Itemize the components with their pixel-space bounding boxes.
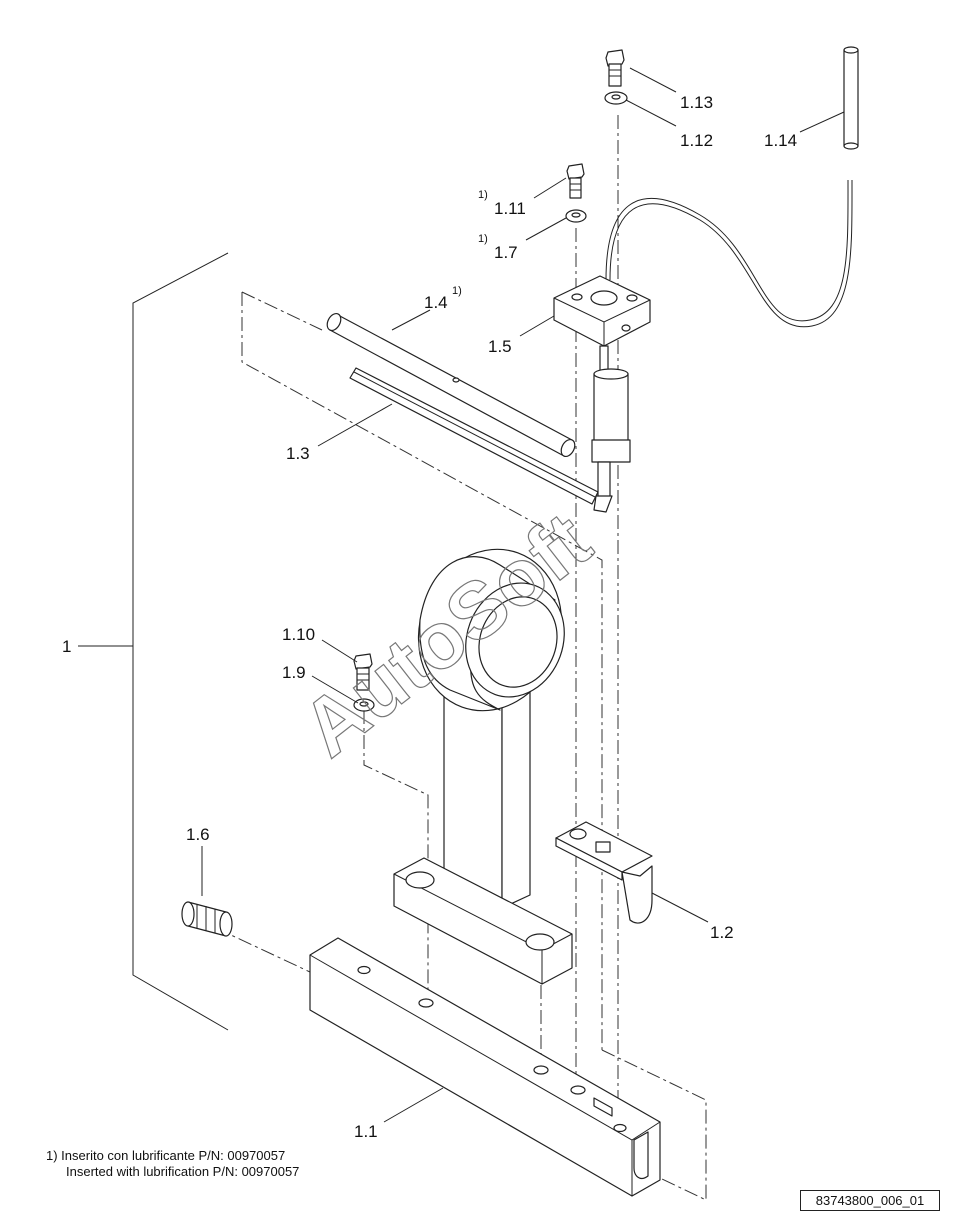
plug-1-6 bbox=[181, 901, 233, 937]
label-1-7: 1.7 bbox=[494, 243, 518, 262]
sleeve-1-14 bbox=[843, 46, 859, 150]
label-1-13: 1.13 bbox=[680, 93, 713, 112]
label-1-7-footnote-marker: 1) bbox=[478, 233, 488, 245]
upright-base-yoke bbox=[393, 857, 573, 985]
sensor-probe bbox=[591, 345, 631, 513]
sensor-cable bbox=[605, 179, 853, 328]
label-1-12: 1.12 bbox=[680, 131, 713, 150]
footnote-line-1: 1) Inserito con lubrificante P/N: 009700… bbox=[46, 1148, 286, 1163]
bracket-1-2 bbox=[555, 821, 653, 924]
label-1-9: 1.9 bbox=[282, 663, 306, 682]
screw-1-11 bbox=[566, 163, 585, 199]
label-1-1: 1.1 bbox=[354, 1122, 378, 1141]
leader-lines bbox=[201, 67, 845, 1123]
washer-1-9 bbox=[353, 698, 375, 712]
label-1: 1 bbox=[62, 637, 71, 656]
upright-with-bearing bbox=[417, 548, 565, 909]
label-1-11: 1.11 bbox=[494, 199, 526, 218]
label-1-4-footnote-marker: 1) bbox=[452, 285, 462, 297]
label-1-10: 1.10 bbox=[282, 625, 315, 644]
screw-1-13 bbox=[605, 49, 625, 87]
label-1-5: 1.5 bbox=[488, 337, 512, 356]
pin-1-4 bbox=[326, 312, 576, 458]
base-1-1 bbox=[309, 937, 661, 1197]
screw-1-10 bbox=[353, 653, 373, 691]
label-1-2: 1.2 bbox=[710, 923, 734, 942]
rail-1-3 bbox=[349, 367, 599, 505]
assembly-bracket bbox=[78, 252, 229, 1031]
drawing-code-box: 83743800_006_01 bbox=[800, 1190, 940, 1211]
label-1-3: 1.3 bbox=[286, 444, 310, 463]
sensor-holder-1-5 bbox=[553, 275, 651, 347]
label-1-14: 1.14 bbox=[764, 131, 797, 150]
item-labels: 1 1.1 1.2 1.3 1.4 1) 1.5 1.6 1.7 1) 1.9 … bbox=[62, 93, 797, 1141]
washer-1-7 bbox=[565, 209, 587, 223]
footnote-line-2: Inserted with lubrification P/N: 0097005… bbox=[66, 1164, 300, 1179]
label-1-11-footnote-marker: 1) bbox=[478, 189, 488, 201]
label-1-4: 1.4 bbox=[424, 293, 448, 312]
washer-1-12 bbox=[604, 91, 628, 105]
label-1-6: 1.6 bbox=[186, 825, 210, 844]
